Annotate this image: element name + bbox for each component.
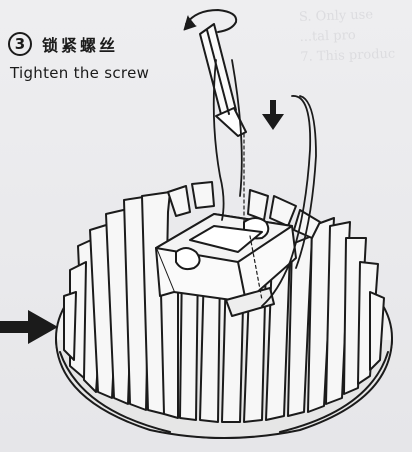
screwdriver xyxy=(199,23,247,137)
step-title-chinese: 锁紧螺丝 xyxy=(42,36,119,55)
cable xyxy=(212,59,317,307)
right-arrow-icon xyxy=(0,310,58,344)
center-block xyxy=(155,213,297,317)
step-title-english: Tighten the screw xyxy=(10,64,150,82)
step-heading: 3 锁紧螺丝 xyxy=(8,32,118,56)
step-number-badge: 3 xyxy=(8,32,32,56)
heatsink-fins xyxy=(63,181,385,423)
guide-lines xyxy=(243,127,263,301)
rotation-arrow-icon xyxy=(183,9,238,33)
down-arrow-icon xyxy=(262,100,284,130)
